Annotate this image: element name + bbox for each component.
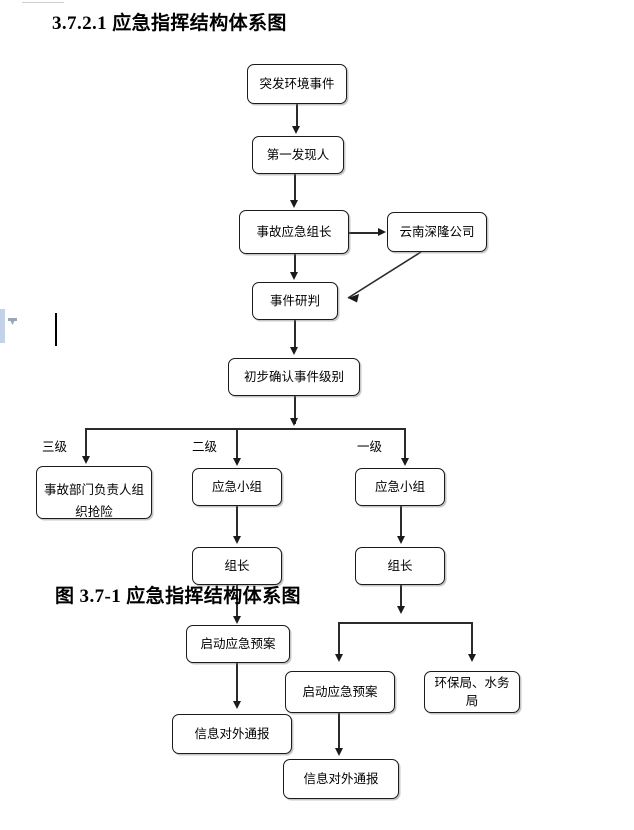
node-accident-emergency-leader[interactable]: 事故应急组长	[239, 210, 349, 254]
node-emergency-team-level2[interactable]: 应急小组	[192, 468, 282, 506]
connector-n5-n6	[294, 320, 296, 348]
arrowhead-n6-bus	[290, 418, 298, 426]
node-label: 事件研判	[269, 292, 320, 308]
branch-drop-huanbao	[471, 622, 473, 656]
node-label: 事故部门负责人组织抢险	[43, 482, 144, 519]
connector-n3-n4	[349, 232, 379, 234]
node-label: 环保局、水务局	[434, 674, 510, 708]
node-label: 启动应急预案	[200, 635, 276, 651]
node-label: 应急小组	[211, 478, 262, 494]
branch-drop-yiji	[404, 428, 406, 460]
node-label: 事故应急组长	[256, 223, 332, 239]
connector-n13-n16	[338, 713, 340, 751]
node-label: 启动应急预案	[302, 683, 378, 699]
node-emergency-event[interactable]: 突发环境事件	[247, 64, 347, 104]
page-title: 3.7.2.1 应急指挥结构体系图	[52, 13, 287, 34]
branch-label-yiji: 一级	[357, 439, 383, 454]
arrowhead-n2-n3	[290, 200, 298, 208]
connector-n2-n3	[294, 174, 296, 202]
arrowhead-branch-erji	[232, 458, 241, 466]
margin-marker	[0, 309, 5, 343]
connector-n6-bus	[294, 396, 296, 424]
arrowhead-n3-n4	[378, 227, 386, 236]
branch-drop-erji	[236, 428, 238, 460]
connector-n12-n15	[236, 663, 238, 703]
connector-n10-n12	[236, 585, 238, 619]
node-label: 云南深隆公司	[399, 223, 475, 239]
page-border-artifact	[22, 2, 64, 3]
bus-line-levels	[85, 428, 406, 430]
node-label: 信息对外通报	[194, 725, 270, 741]
node-label: 组长	[224, 557, 250, 573]
node-environment-water-bureau[interactable]: 环保局、水务局	[424, 671, 520, 713]
node-external-notification-left[interactable]: 信息对外通报	[172, 714, 292, 754]
arrowhead-n9-n11	[396, 536, 405, 544]
node-activate-plan-right[interactable]: 启动应急预案	[285, 671, 395, 713]
branch-drop-qidong	[338, 622, 340, 656]
node-label: 组长	[387, 557, 413, 573]
node-team-leader-level1[interactable]: 组长	[355, 547, 445, 585]
arrowhead-n13-n16	[334, 748, 343, 756]
node-yunnan-shenlong-company[interactable]: 云南深隆公司	[387, 212, 487, 252]
arrowhead-branch-qidong	[334, 654, 343, 662]
bus-line-bottom	[338, 622, 472, 624]
node-first-discoverer[interactable]: 第一发现人	[252, 136, 344, 174]
arrowhead-branch-sanji	[81, 456, 90, 464]
arrowhead-n1-n2	[292, 126, 300, 134]
arrowhead-branch-huanbao	[467, 654, 476, 662]
node-label: 突发环境事件	[259, 75, 335, 91]
branch-label-erji: 二级	[192, 439, 218, 454]
margin-glyph-icon	[8, 318, 17, 325]
connector-n11-bus2	[400, 585, 402, 609]
connector-n8-n10	[236, 506, 238, 538]
arrowhead-n5-n6	[290, 347, 298, 355]
connector-n1-n2	[296, 104, 298, 128]
arrowhead-n8-n10	[232, 536, 241, 544]
node-event-assessment[interactable]: 事件研判	[252, 282, 338, 320]
arrowhead-branch-yiji	[400, 458, 409, 466]
connector-n3-n5	[294, 254, 296, 274]
node-label: 应急小组	[374, 478, 425, 494]
node-department-head-rescue[interactable]: 事故部门负责人组织抢险	[36, 466, 152, 519]
branch-drop-sanji	[85, 428, 87, 458]
connector-n9-n11	[400, 506, 402, 538]
arrowhead-n12-n15	[232, 701, 241, 709]
arrowhead-n11-bus2	[396, 606, 405, 614]
text-cursor-caret	[55, 313, 57, 346]
node-external-notification-right[interactable]: 信息对外通报	[283, 759, 399, 799]
arrowhead-n3-n5	[290, 272, 298, 280]
node-label: 初步确认事件级别	[243, 368, 344, 384]
node-preliminary-level-confirmation[interactable]: 初步确认事件级别	[228, 358, 360, 396]
node-label: 信息对外通报	[303, 770, 379, 786]
node-team-leader-level2[interactable]: 组长	[192, 547, 282, 585]
branch-label-sanji: 三级	[42, 439, 68, 454]
node-label: 第一发现人	[266, 146, 330, 162]
node-emergency-team-level1[interactable]: 应急小组	[355, 468, 445, 506]
arrowhead-n10-n12	[232, 616, 241, 624]
figure-caption: 图 3.7-1 应急指挥结构体系图	[55, 586, 301, 607]
node-activate-plan-left[interactable]: 启动应急预案	[186, 625, 290, 663]
